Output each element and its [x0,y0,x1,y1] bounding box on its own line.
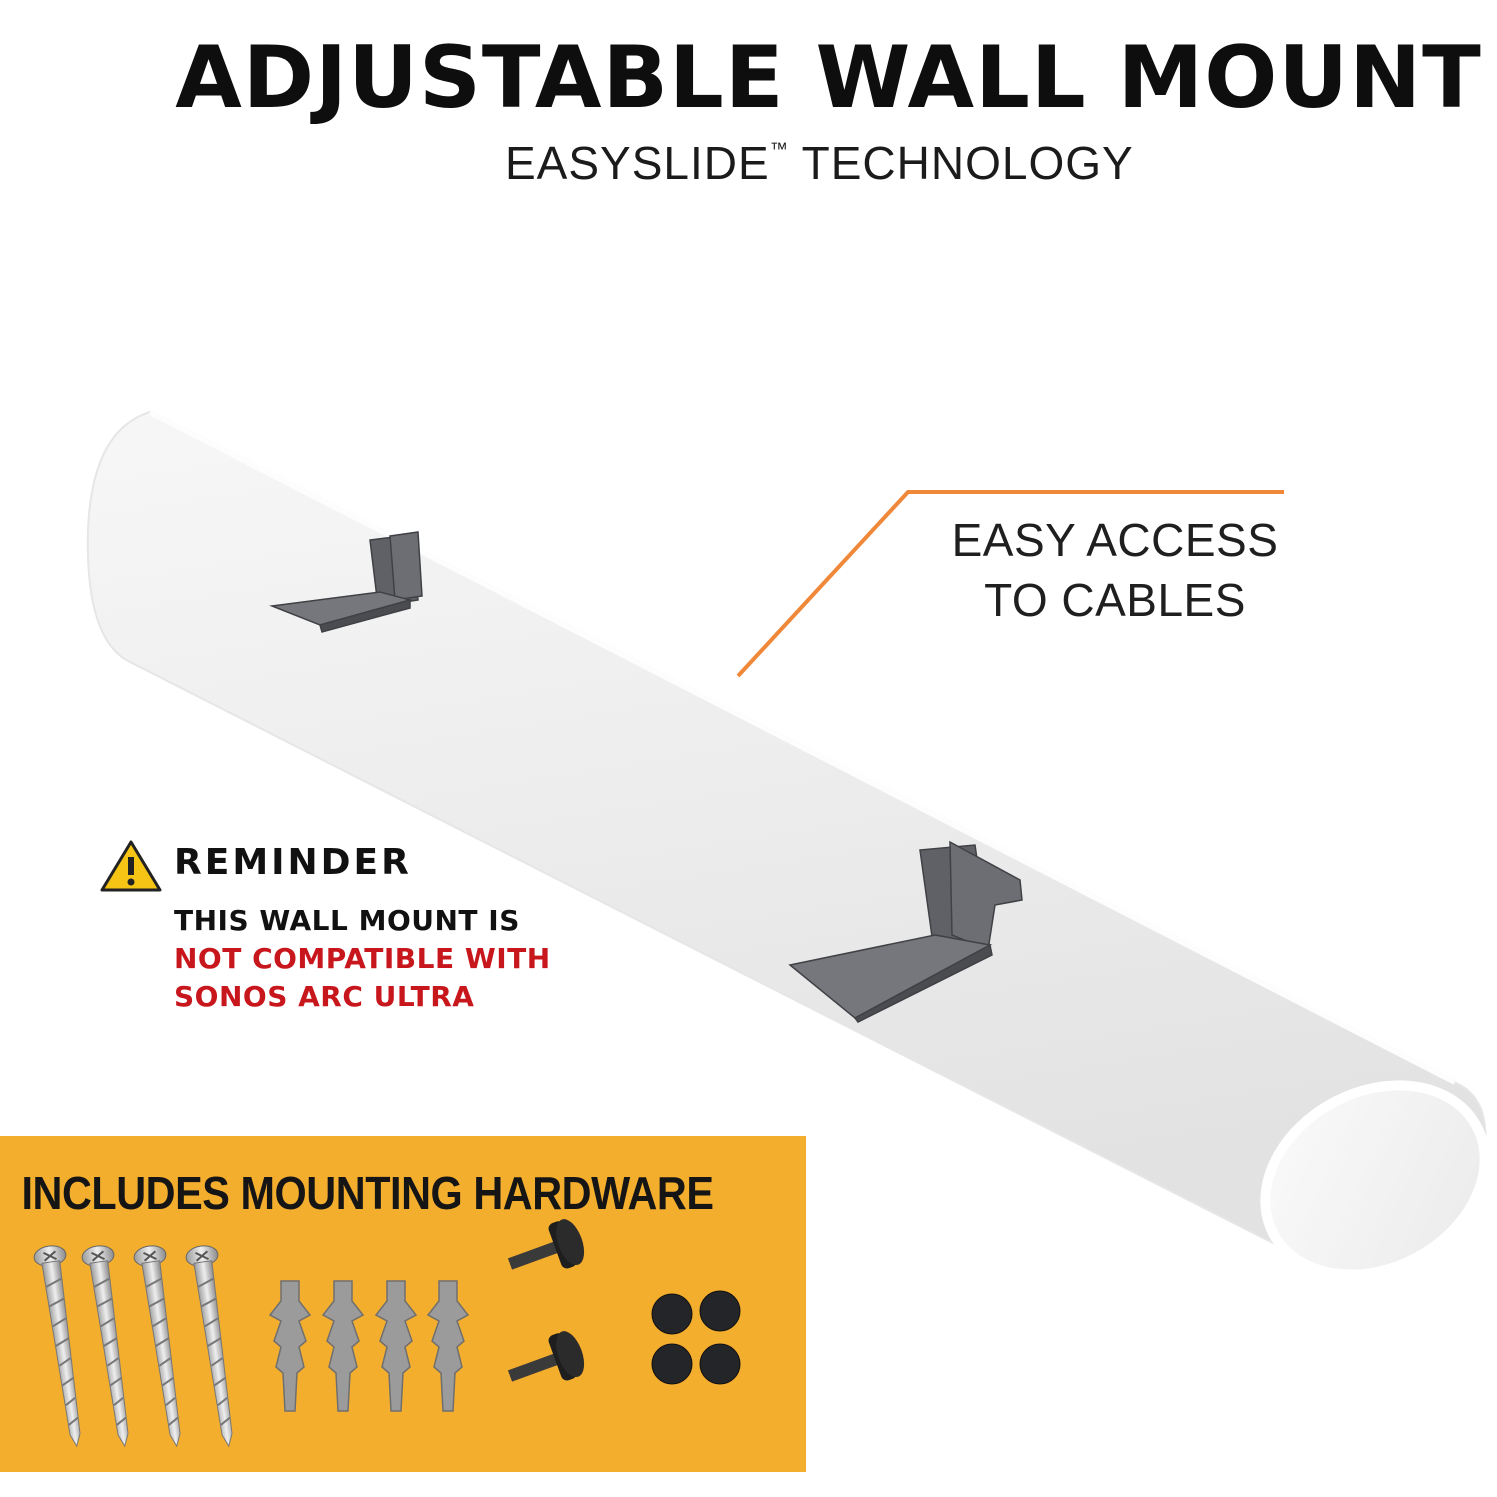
hardware-illustration [33,1219,741,1448]
warning-triangle-icon [100,840,162,892]
hardware-panel: INCLUDES MOUNTING HARDWARE [0,1136,806,1472]
mount-bracket-left [269,531,423,633]
callout-line [736,490,1284,678]
page-title: ADJUSTABLE WALL MOUNT [175,28,1482,128]
hardware-title: INCLUDES MOUNTING HARDWARE [21,1167,714,1219]
callout-line-2: TO CABLES [984,574,1246,626]
reminder-line-3: SONOS ARC ULTRA [174,980,475,1013]
wall-anchor-icon [268,1280,470,1412]
reminder-text: THIS WALL MOUNT IS NOT COMPATIBLE WITH S… [174,902,644,1016]
callout-line-1: EASY ACCESS [951,514,1279,566]
page-subtitle: EASYSLIDE™ TECHNOLOGY [505,137,1134,189]
soundbar-end-cap [1260,1080,1490,1280]
rubber-pad-icon [651,1290,741,1385]
reminder-heading: REMINDER [174,842,412,883]
thumb-screw-icon [507,1219,585,1382]
reminder-line-1: THIS WALL MOUNT IS [174,904,520,937]
reminder-line-2: NOT COMPATIBLE WITH [174,942,551,975]
mount-bracket-right [788,840,1023,1023]
screw-icon [33,1245,233,1448]
cable-access-callout: EASY ACCESS TO CABLES [930,510,1300,630]
